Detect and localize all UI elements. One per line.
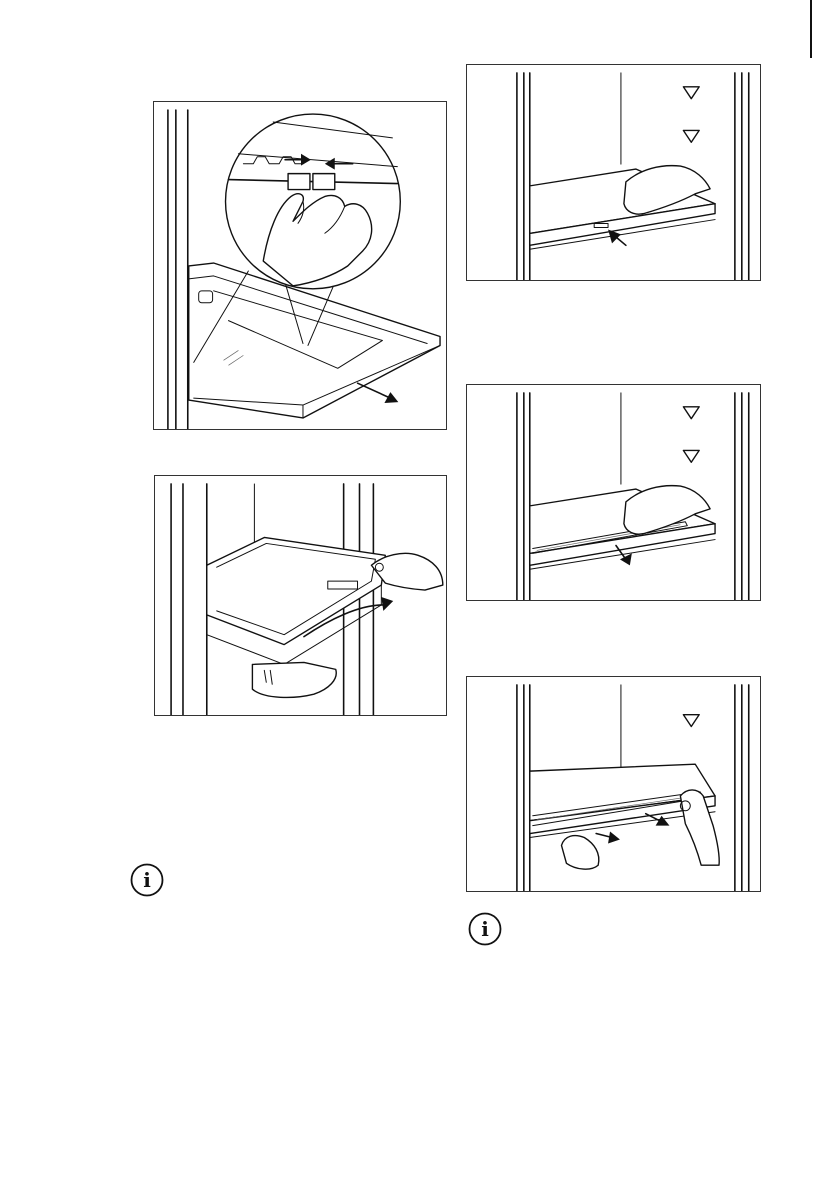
shelf-strip-pull-illustration xyxy=(466,676,761,892)
shelf-front-press-illustration xyxy=(466,64,761,281)
page-edge-marker xyxy=(810,0,812,58)
lamp-cover-clips-release-illustration xyxy=(153,101,447,430)
info-icon: i xyxy=(468,912,502,946)
shelf-strip-release-illustration xyxy=(466,384,761,601)
lamp-cover-tilt-illustration xyxy=(154,475,447,716)
info-glyph: i xyxy=(481,917,489,941)
info-glyph: i xyxy=(143,868,151,892)
info-icon: i xyxy=(130,863,164,897)
